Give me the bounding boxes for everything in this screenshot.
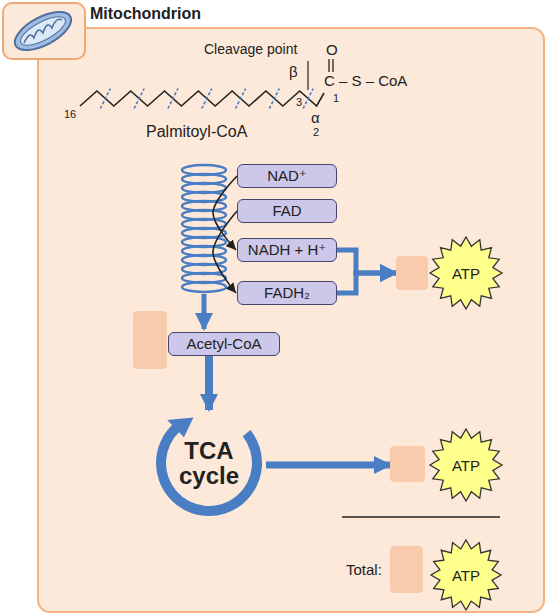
carbon-number: 3 (296, 97, 302, 108)
atp-label: ATP (452, 265, 480, 282)
reaction-arrow (213, 211, 237, 293)
atp-label: ATP (452, 567, 480, 584)
atp-shape (390, 428, 506, 502)
double-bond (328, 59, 329, 72)
flow-arrow (266, 462, 390, 469)
cleavage-mark (202, 89, 212, 109)
mitochondrion-icon (3, 3, 85, 59)
cycle-label: TCA cycle (169, 438, 249, 488)
box-label: NADH + H⁺ (248, 242, 326, 259)
carbon-number: 16 (64, 109, 76, 120)
atp-star: ATP (396, 236, 506, 310)
star-burst (430, 429, 502, 501)
flow-arrow (337, 273, 396, 293)
box-label: NAD⁺ (267, 168, 307, 185)
cofactor-box: FADH₂ (237, 281, 337, 305)
cofactor-box: NAD⁺ (237, 164, 337, 188)
cleavage-mark (168, 89, 178, 109)
tca-cycle: TCA cycle (156, 410, 262, 516)
cofactor-box: NADH + H⁺ (237, 238, 337, 262)
empty-answer-box (133, 311, 167, 369)
atp-star: ATP (390, 539, 506, 611)
flow-arrow (337, 250, 396, 273)
sum-line (342, 516, 500, 518)
molecule-name: Palmitoyl-CoA (146, 124, 247, 140)
empty-answer-box (390, 446, 425, 482)
cleavage-label: Cleavage point (204, 42, 297, 56)
mitochondrion-panel (38, 28, 544, 612)
spiral-arrow (202, 294, 207, 329)
empty-answer-box (396, 256, 428, 290)
flow-arrow (205, 356, 213, 410)
atp-shape (390, 539, 506, 611)
coil-turn (182, 282, 226, 292)
fatty-acid-chain (80, 59, 333, 109)
cofactor-box: Acetyl-CoA (168, 332, 280, 356)
star-burst (431, 540, 501, 610)
panel-title: Mitochondrion (90, 5, 201, 23)
double-bond (332, 59, 333, 72)
cleavage-mark (100, 89, 110, 109)
star-burst (430, 237, 502, 309)
beta-label: β (289, 64, 298, 79)
box-label: FAD (272, 203, 301, 220)
cleavage-mark (236, 89, 246, 109)
total-label: Total: (346, 562, 382, 577)
cleavage-mark (134, 89, 144, 109)
cleavage-leader (307, 61, 308, 90)
atp-shape (396, 236, 506, 310)
empty-answer-box (390, 546, 423, 593)
atp-label: ATP (452, 457, 480, 474)
cleavage-mark (303, 89, 313, 109)
box-label: FADH₂ (264, 285, 310, 302)
oxygen-label: O (326, 42, 338, 57)
carbon-number: 2 (313, 127, 319, 138)
carbon-chain (80, 91, 324, 106)
alpha-label: α (311, 110, 320, 125)
cleavage-mark (269, 89, 279, 109)
atp-star: ATP (390, 428, 506, 502)
coa-group: C – S – CoA (324, 73, 407, 88)
box-label: Acetyl-CoA (186, 336, 261, 353)
cofactor-box: FAD (237, 199, 337, 223)
carbon-number: 1 (333, 93, 339, 104)
